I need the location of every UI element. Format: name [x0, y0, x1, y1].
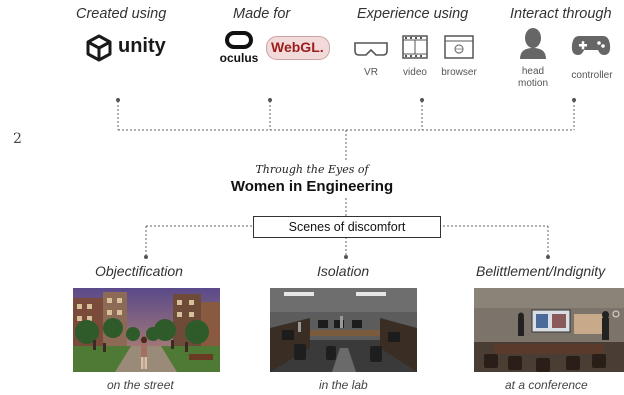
header-made-for: Made for — [233, 6, 291, 22]
header-created-using: Created using — [76, 6, 167, 22]
figure-number: 2 — [13, 131, 22, 147]
oculus-logo: oculus — [216, 30, 262, 66]
street-scene-image — [73, 288, 220, 372]
category-objectification: Objectification — [95, 263, 183, 279]
title-subtitle: Through the Eyes of — [255, 163, 369, 176]
title-main: Women in Engineering — [230, 178, 394, 195]
conference-scene-image — [474, 288, 624, 372]
category-isolation: Isolation — [317, 263, 370, 279]
gamepad-icon — [571, 36, 611, 55]
lab-scene-image — [270, 288, 417, 372]
webgl-wordmark: WebGL. — [271, 39, 324, 55]
head-silhouette-icon — [520, 28, 546, 59]
video-label: video — [403, 67, 427, 78]
category-belittlement: Belittlement/Indignity — [476, 263, 606, 279]
unity-cube-icon — [86, 34, 112, 62]
vr-label: VR — [364, 67, 378, 78]
caption-in-the-lab: in the lab — [319, 378, 368, 392]
caption-on-the-street: on the street — [107, 378, 174, 392]
controller-label: controller — [571, 70, 613, 81]
header-experience-using: Experience using — [357, 6, 469, 22]
head-motion-label: head motion — [517, 66, 548, 89]
header-interact-through: Interact through — [510, 6, 612, 22]
webgl-logo: WebGL. — [266, 36, 330, 60]
oculus-wordmark: oculus — [219, 51, 259, 65]
scenes-of-discomfort-box: Scenes of discomfort — [253, 216, 441, 238]
unity-wordmark: unity — [118, 35, 166, 57]
browser-icon — [444, 35, 474, 59]
oculus-ring-icon — [225, 31, 253, 49]
vr-headset-icon — [354, 42, 388, 56]
browser-label: browser — [441, 67, 477, 78]
caption-at-a-conference: at a conference — [505, 378, 588, 392]
film-icon — [402, 35, 428, 59]
